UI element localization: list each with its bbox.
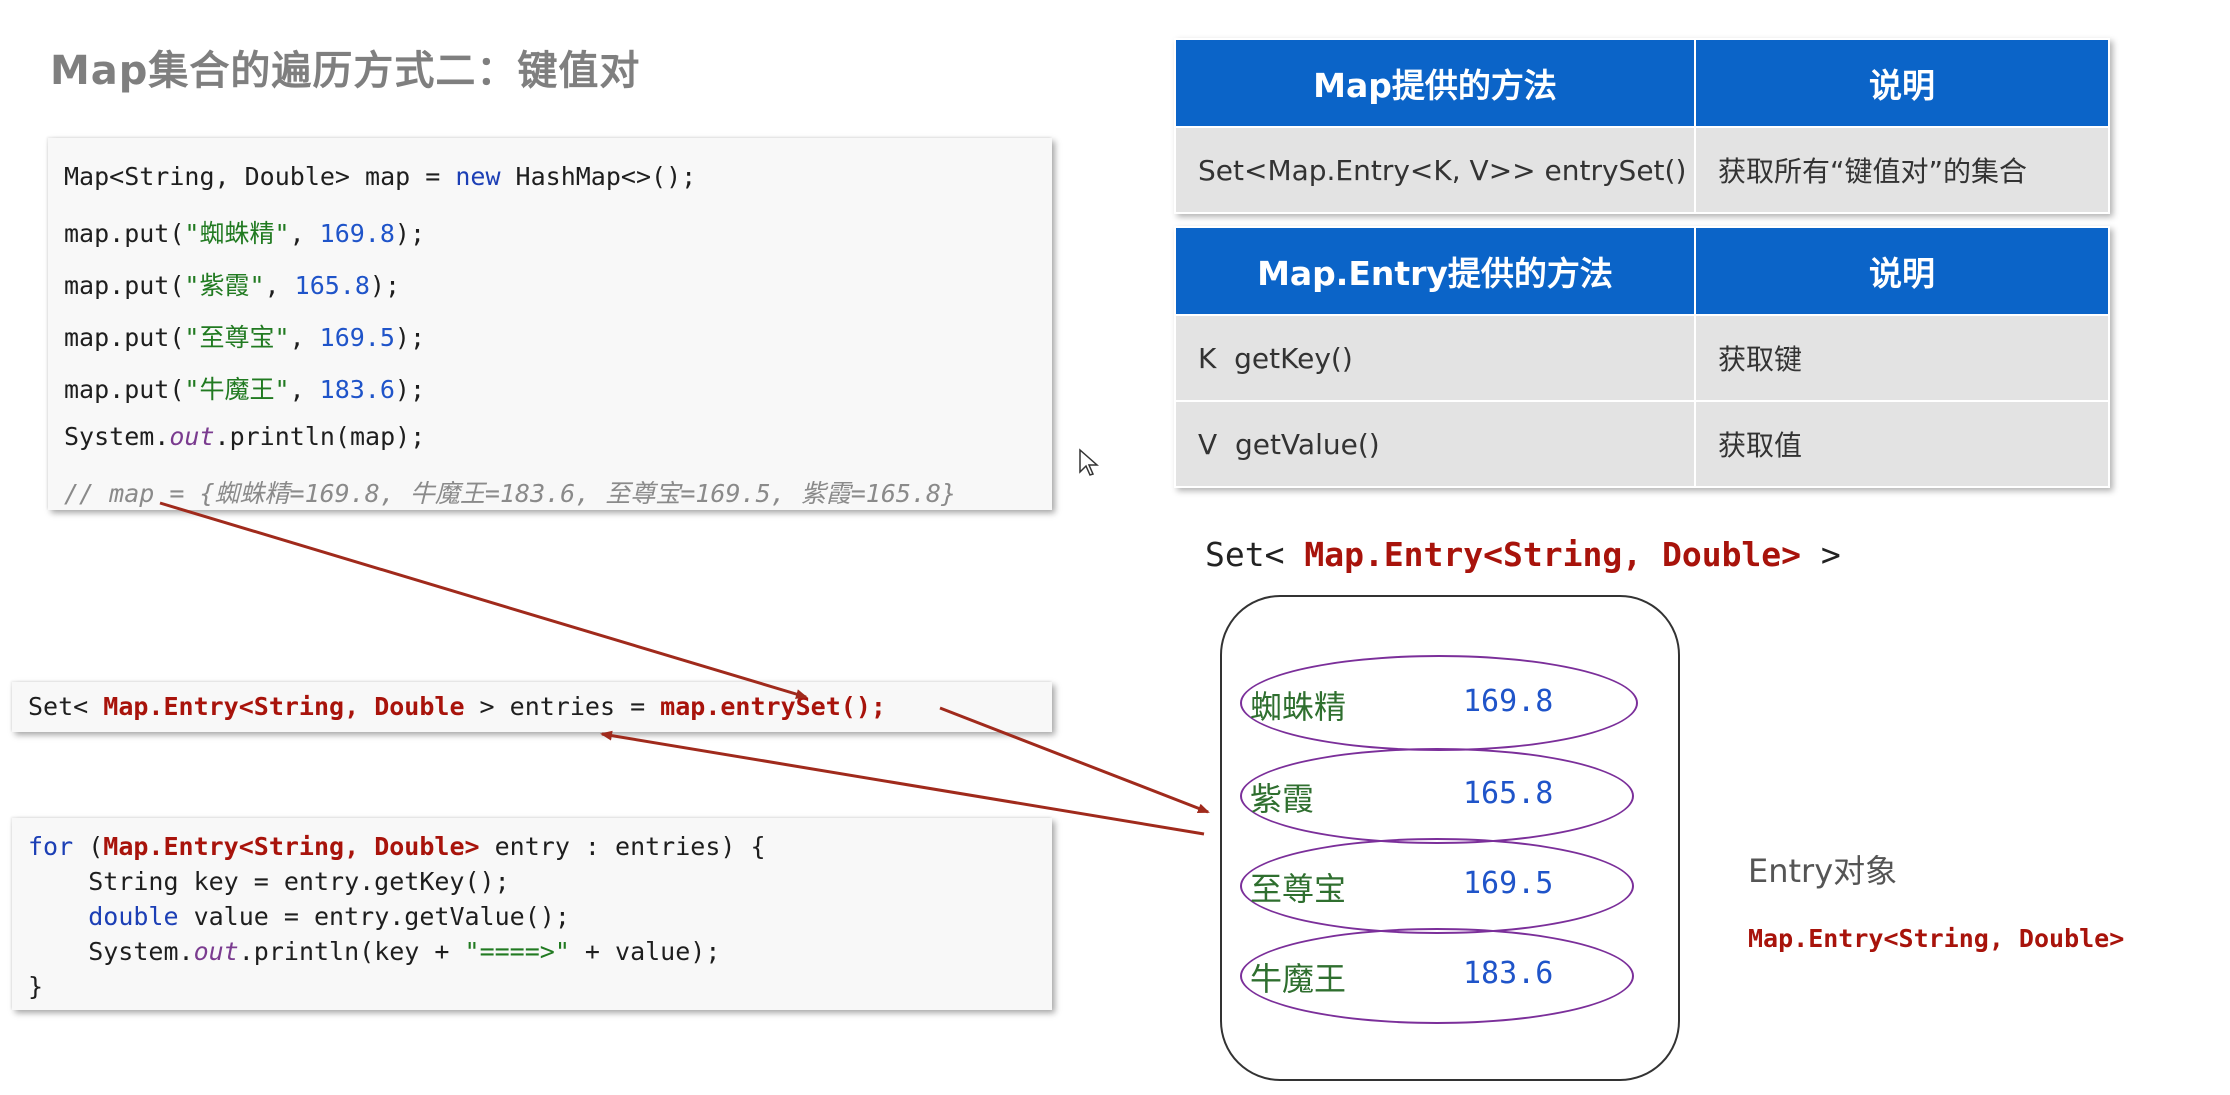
code-text: map.put( bbox=[64, 323, 185, 352]
code-text: ); bbox=[394, 219, 426, 248]
table-cell: V getValue() bbox=[1174, 400, 1696, 488]
code-text: , bbox=[289, 323, 320, 352]
code-line-println: System.out.println(key + "====>" + value… bbox=[28, 937, 720, 966]
table-header: 说明 bbox=[1694, 226, 2110, 316]
map-methods-table: Map提供的方法 说明 Set<Map.Entry<K, V>> entrySe… bbox=[1174, 38, 2110, 214]
method-highlight: map.entrySet(); bbox=[660, 692, 886, 721]
code-text: , bbox=[289, 375, 320, 404]
entry-type-label: Map.Entry<String, Double> bbox=[1748, 924, 2125, 953]
table-cell: K getKey() bbox=[1174, 314, 1696, 402]
table-cell: 获取键 bbox=[1694, 314, 2110, 402]
type-highlight: Map.Entry<String, Double> bbox=[1304, 535, 1802, 574]
code-text: Set< bbox=[1205, 535, 1305, 574]
number-literal: 169.5 bbox=[319, 323, 395, 352]
number-literal: 183.6 bbox=[319, 375, 395, 404]
code-text: map.put( bbox=[64, 271, 185, 300]
code-line-put: map.put("至尊宝", 169.5); bbox=[64, 318, 425, 354]
code-text: ); bbox=[394, 323, 426, 352]
code-text: .println(map); bbox=[214, 422, 426, 451]
keyword-double: double bbox=[88, 902, 179, 931]
code-text: ); bbox=[394, 375, 426, 404]
code-text: , bbox=[264, 271, 295, 300]
entry-key: 至尊宝 bbox=[1250, 870, 1347, 908]
code-text: + value); bbox=[569, 937, 721, 966]
code-text: > entries = bbox=[464, 692, 661, 721]
table-header: 说明 bbox=[1694, 38, 2110, 128]
entry-methods-table: Map.Entry提供的方法 说明 K getKey() 获取键 V getVa… bbox=[1174, 226, 2110, 488]
slide-title: Map集合的遍历方式二：键值对 bbox=[50, 48, 641, 94]
code-line-close: } bbox=[28, 972, 44, 1001]
entry-value: 169.8 bbox=[1463, 684, 1554, 719]
code-text: ( bbox=[73, 832, 104, 861]
table-header: Map提供的方法 bbox=[1174, 38, 1696, 128]
code-line-getkey: String key = entry.getKey(); bbox=[28, 867, 510, 896]
string-literal: "至尊宝" bbox=[184, 323, 290, 352]
field-out: out bbox=[193, 937, 239, 966]
code-text: ); bbox=[369, 271, 401, 300]
set-container bbox=[1220, 595, 1680, 1081]
code-text: , bbox=[289, 219, 320, 248]
code-line-print: System.out.println(map); bbox=[64, 422, 425, 451]
entry-key: 紫霞 bbox=[1250, 780, 1315, 818]
code-text: .println(key + bbox=[238, 937, 465, 966]
code-line-for: for (Map.Entry<String, Double> entry : e… bbox=[28, 832, 766, 861]
code-text: map.put( bbox=[64, 375, 185, 404]
arrow-comment-to-entryset bbox=[159, 501, 808, 699]
set-type-title: Set< Map.Entry<String, Double> > bbox=[1205, 535, 1841, 574]
type-highlight: Map.Entry<String, Double> bbox=[103, 832, 480, 861]
arrow-entryset-to-set bbox=[939, 706, 1210, 814]
number-literal: 165.8 bbox=[294, 271, 370, 300]
code-text: Map<String, Double> map = bbox=[64, 162, 456, 191]
code-line-put: map.put("牛魔王", 183.6); bbox=[64, 370, 425, 406]
code-block-map-init: Map<String, Double> map = new HashMap<>(… bbox=[48, 138, 1052, 510]
string-literal: "====>" bbox=[464, 937, 570, 966]
code-text: map.put( bbox=[64, 219, 185, 248]
table-cell: 获取所有“键值对”的集合 bbox=[1694, 126, 2110, 214]
code-text: System. bbox=[64, 422, 170, 451]
code-line-getvalue: double value = entry.getValue(); bbox=[28, 902, 570, 931]
entry-value: 169.5 bbox=[1463, 866, 1554, 901]
code-line-declare: Map<String, Double> map = new HashMap<>(… bbox=[64, 162, 696, 191]
string-literal: "牛魔王" bbox=[184, 375, 290, 404]
table-cell: 获取值 bbox=[1694, 400, 2110, 488]
keyword-new: new bbox=[455, 162, 501, 191]
entry-value: 183.6 bbox=[1463, 956, 1554, 991]
string-literal: "紫霞" bbox=[184, 271, 265, 300]
entry-value: 165.8 bbox=[1463, 776, 1554, 811]
entry-key: 牛魔王 bbox=[1250, 960, 1347, 998]
field-out: out bbox=[169, 422, 215, 451]
code-text: Set< bbox=[28, 692, 104, 721]
entry-ellipse bbox=[1240, 928, 1634, 1024]
code-line-put: map.put("紫霞", 165.8); bbox=[64, 266, 400, 302]
code-text: value = entry.getValue(); bbox=[178, 902, 570, 931]
code-line-entryset: Set< Map.Entry<String, Double > entries … bbox=[28, 692, 886, 721]
keyword-for: for bbox=[28, 832, 74, 861]
number-literal: 169.8 bbox=[319, 219, 395, 248]
code-text: System. bbox=[28, 937, 194, 966]
table-header: Map.Entry提供的方法 bbox=[1174, 226, 1696, 316]
table-cell: Set<Map.Entry<K, V>> entrySet() bbox=[1174, 126, 1696, 214]
entry-object-label: Entry对象 bbox=[1748, 852, 1898, 890]
string-literal: "蜘蛛精" bbox=[184, 219, 290, 248]
code-block-entryset: Set< Map.Entry<String, Double > entries … bbox=[12, 682, 1052, 732]
entry-key: 蜘蛛精 bbox=[1250, 688, 1347, 726]
code-text: HashMap<>(); bbox=[500, 162, 697, 191]
code-block-for-loop: for (Map.Entry<String, Double> entry : e… bbox=[12, 818, 1052, 1010]
code-text: > bbox=[1801, 535, 1841, 574]
code-line-put: map.put("蜘蛛精", 169.8); bbox=[64, 214, 425, 250]
code-comment: // map = {蜘蛛精=169.8, 牛魔王=183.6, 至尊宝=169.… bbox=[64, 479, 957, 508]
code-text: entry : entries) { bbox=[479, 832, 766, 861]
type-highlight: Map.Entry<String, Double bbox=[103, 692, 465, 721]
mouse-cursor-icon bbox=[1079, 448, 1099, 476]
arrow-set-to-entries bbox=[600, 730, 1205, 836]
